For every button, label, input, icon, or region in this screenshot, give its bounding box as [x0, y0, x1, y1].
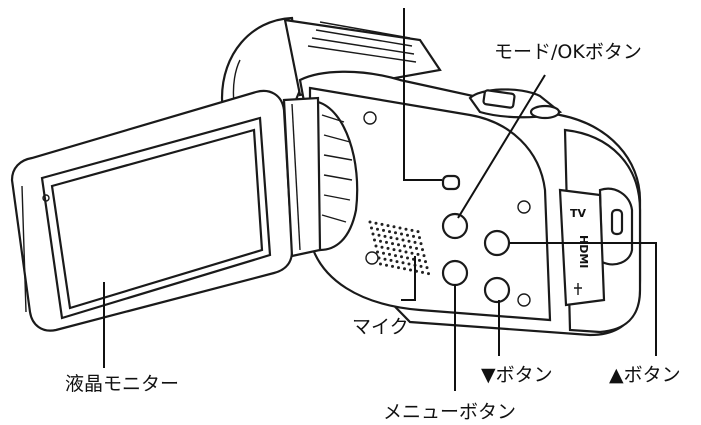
mic-hole [379, 239, 382, 243]
mic-hole [406, 256, 409, 260]
mic-hole [419, 242, 423, 246]
mode-ok-leader-line [457, 74, 546, 219]
mic-hole [415, 246, 418, 250]
mic-hole [427, 272, 430, 276]
mic-hole [410, 251, 414, 255]
mic-hole [388, 230, 391, 234]
mic-hole [371, 232, 375, 236]
mic-hole [416, 230, 420, 234]
lcd-monitor [10, 89, 322, 332]
mic-hole [416, 252, 420, 256]
mic-hole [376, 250, 379, 254]
mic-hole [397, 266, 400, 270]
top-grille [307, 21, 417, 63]
mic-hole [391, 242, 394, 246]
menu-button[interactable] [441, 259, 469, 287]
mic-hole [421, 248, 424, 252]
mic-hole [410, 228, 414, 232]
mic-hole [389, 236, 393, 240]
mic-hole [422, 254, 426, 258]
mic-hole [385, 263, 388, 267]
mic-hole [406, 233, 409, 237]
mode-ok-button[interactable] [441, 212, 469, 240]
mic-hole [404, 227, 408, 231]
mic-hole [385, 240, 388, 244]
mic-hole [407, 239, 411, 243]
mic-hole [409, 245, 412, 249]
mic-hole [382, 251, 385, 255]
mic-hole [412, 234, 415, 238]
mic-leader-line [401, 256, 416, 301]
hdmi-port-label: HDMI [577, 235, 590, 268]
mic-hole [380, 245, 384, 249]
mic-hole [383, 234, 387, 238]
mic-hole [374, 221, 378, 225]
mic-hole [397, 243, 400, 247]
up-button[interactable] [483, 229, 511, 257]
microphone-grille [368, 220, 430, 276]
hinge-stripes [321, 114, 353, 223]
mic-hole [404, 250, 408, 254]
mic-hole [386, 224, 390, 228]
mic-hole [398, 226, 402, 230]
mic-hole [394, 254, 397, 258]
mic-hole [377, 233, 381, 237]
mic-hole [424, 260, 427, 264]
mic-hole [400, 232, 403, 236]
mic-hole [421, 270, 424, 274]
mic-hole [401, 261, 405, 265]
mic-hole [403, 267, 406, 271]
mic-hole [403, 244, 406, 248]
mic-hole [418, 236, 421, 240]
mic-hole [379, 262, 382, 266]
mic-hole [398, 249, 402, 253]
mic-hole [418, 258, 421, 262]
down-button[interactable] [483, 276, 511, 304]
mic-hole [373, 238, 376, 242]
mic-hole [380, 222, 384, 226]
mic-hole [419, 264, 423, 268]
up-leader-line [509, 242, 657, 356]
up-button-label: ▲ボタン [609, 364, 681, 386]
mic-hole [425, 266, 429, 270]
mic-hole [395, 237, 399, 241]
mic-hole [401, 238, 405, 242]
mic-hole [386, 246, 390, 250]
record-button[interactable] [441, 174, 461, 191]
mic-hole [394, 231, 397, 235]
mic-hole [389, 258, 393, 262]
mic-hole [413, 240, 417, 244]
mic-hole [400, 255, 403, 259]
mic-hole [391, 264, 394, 268]
mic-hole [392, 248, 396, 252]
mic-hole [392, 225, 396, 229]
leader-lines [103, 8, 657, 391]
mic-hole [377, 256, 381, 260]
mic-hole [368, 220, 372, 224]
record-leader-line [403, 8, 442, 181]
mic-hole [382, 228, 385, 232]
tv-port-label: TV [570, 207, 587, 220]
mic-hole [370, 226, 373, 230]
mic-hole [409, 268, 412, 272]
callout-labels: モード/OKボタン マイク 液晶モニター ▼ボタン ▲ボタン メニューボタン [65, 41, 681, 423]
mic-hole [374, 244, 378, 248]
down-button-label: ▼ボタン [481, 364, 553, 386]
menu-button-label: メニューボタン [383, 401, 516, 423]
mic-label: マイク [352, 316, 409, 338]
mic-hole [388, 252, 391, 256]
mode-ok-button-label: モード/OKボタン [494, 41, 642, 63]
mic-hole [395, 260, 399, 264]
lcd-monitor-label: 液晶モニター [65, 373, 179, 395]
camcorder-body: TV HDMI [220, 16, 642, 337]
mic-hole [407, 262, 411, 266]
mic-hole [376, 227, 379, 231]
mic-hole [383, 257, 387, 261]
